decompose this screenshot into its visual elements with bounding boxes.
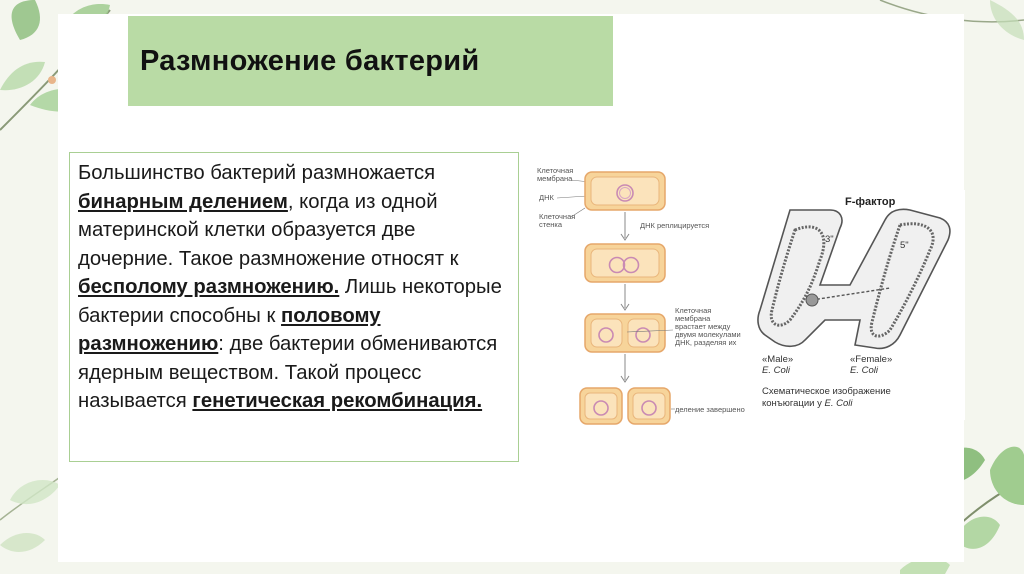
label-wall-line2: стенка [539,220,563,229]
body-text-box: Большинство бактерий размножается бинарн… [69,152,519,462]
slide-title: Размножение бактерий [140,44,480,77]
label-ingrowth-line2: мембрана [675,314,711,323]
label-membrane-line1: Клеточная [537,166,573,175]
label-dna: ДНК [539,193,554,202]
label-membrane-line2: мембрана [537,174,573,183]
body-paragraph: Большинство бактерий размножается бинарн… [78,159,510,416]
conjugation-figure: F-фактор 3" 5" «Male» E. Coli «Female» E… [750,190,965,420]
f-factor-label: F-фактор [845,196,896,208]
term-genetic-recombination: генетическая рекомбинация. [192,390,483,412]
binary-division-figure: Клеточная мембрана ДНК Клеточная стенка … [537,166,745,425]
body-text-part-2: , когда из одной материнской клетки обра… [78,190,459,270]
label-5-prime: 5" [900,240,909,251]
title-banner: Размножение бактерий [128,16,613,106]
conjugating-cells [757,208,951,350]
male-species: E. Coli [762,365,791,376]
label-wall-line1: Клеточная [539,212,575,221]
label-ingrowth-line4: двумя молекулами [675,330,741,339]
term-asexual-reproduction: бесполому размножению. [78,276,340,298]
cell-stage-4 [579,387,671,425]
label-ingrowth-line1: Клеточная [675,306,711,315]
cell-stage-2 [584,243,666,283]
body-text-part-4: : две бактерии обмениваются ядерным веще… [78,333,498,412]
body-text-part-3: Лишь некоторые бактерии способны к [78,276,502,327]
caption-line-1: Схематическое изображение [762,386,891,397]
caption-line-2-species: E. Coli [824,398,853,409]
label-division-done: деление завершено [675,405,745,414]
label-ingrowth-line3: врастает между [675,322,731,331]
term-binary-division: бинарным делением [78,190,288,213]
cell-stage-3 [584,313,666,353]
body-text-part-1: Большинство бактерий размножается [78,162,436,184]
term-sexual-reproduction: половому размножению [78,304,381,356]
label-dna-replicates: ДНК реплицируется [640,221,709,230]
male-label: «Male» [762,354,793,365]
cell-stage-1 [584,171,666,211]
label-3-prime: 3" [825,234,834,245]
caption-line-2: конъюгации у E. Coli [762,398,853,409]
label-ingrowth-line5: ДНК, разделяя их [675,338,737,347]
female-label: «Female» [850,354,892,365]
caption-line-2-prefix: конъюгации у [762,398,824,409]
female-species: E. Coli [850,365,879,376]
